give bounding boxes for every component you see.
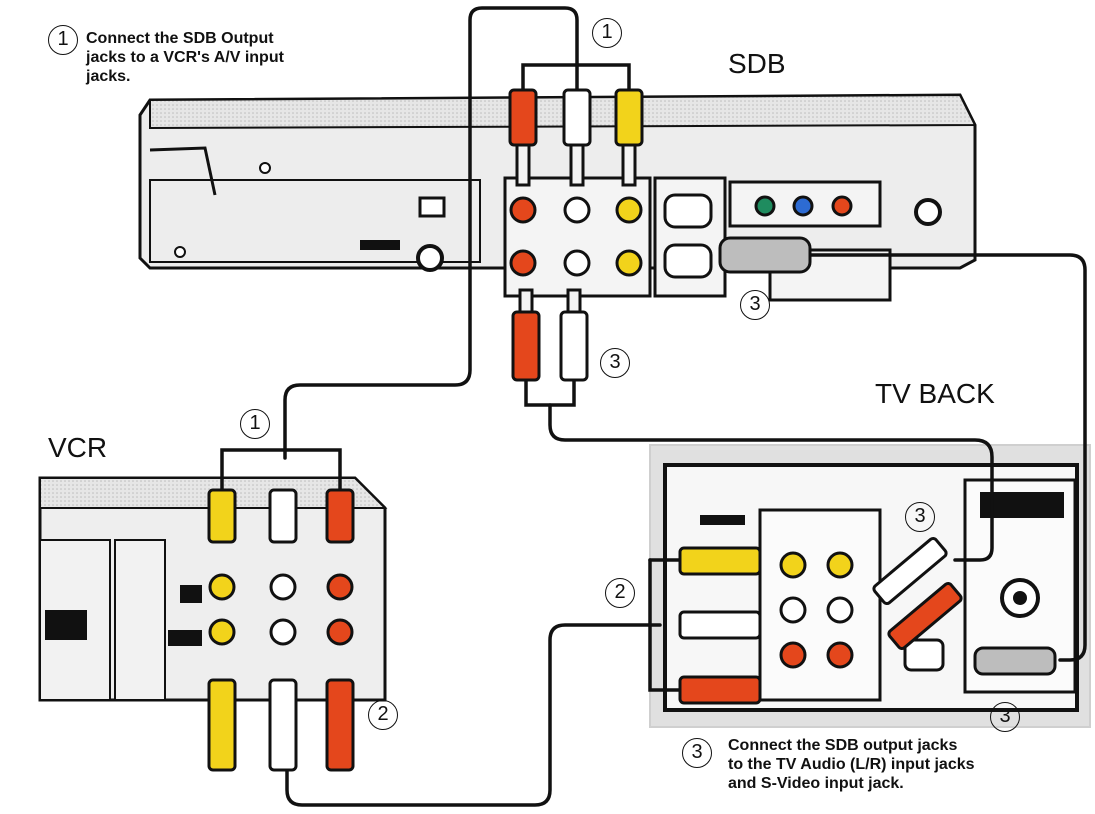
step3-badge-tv-audio: 3 <box>905 502 935 532</box>
step3-badge-sdb-svideo: 3 <box>740 290 770 320</box>
vcr-bottom-plugs <box>209 680 353 770</box>
step1-badge: 1 <box>48 25 78 55</box>
vcr-top-plugs <box>209 490 353 542</box>
step2-badge-vcr: 2 <box>368 700 398 730</box>
sdb-bottom-plugs <box>513 290 587 380</box>
sdb-box <box>140 95 975 300</box>
sdb-label: SDB <box>728 48 786 80</box>
tv-left-plugs <box>680 548 760 703</box>
step1-text: Connect the SDB Output jacks to a VCR's … <box>86 29 416 86</box>
step3-text: Connect the SDB output jacks to the TV A… <box>728 736 1088 793</box>
vcr-label: VCR <box>48 432 107 464</box>
step1-badge-sdb: 1 <box>592 18 622 48</box>
sdb-top-plugs <box>510 90 642 185</box>
sdb-svideo-plug <box>720 238 810 272</box>
step1-badge-vcr: 1 <box>240 409 270 439</box>
step3-badge-sdb-audio: 3 <box>600 348 630 378</box>
step2-badge-tv: 2 <box>605 578 635 608</box>
tv-back-label: TV BACK <box>875 378 995 410</box>
step3-note-badge: 3 <box>682 738 712 768</box>
step3-badge-tv-svideo: 3 <box>990 702 1020 732</box>
